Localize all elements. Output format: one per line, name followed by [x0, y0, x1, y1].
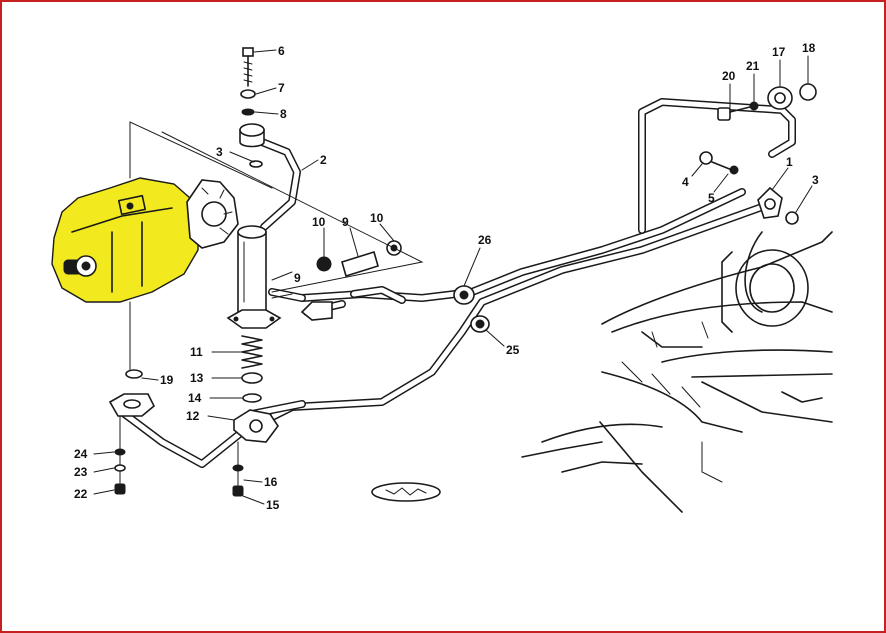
- callout-9: 9: [342, 215, 349, 229]
- callout-11: 11: [190, 345, 203, 359]
- callout-21: 21: [746, 59, 760, 73]
- pump-highlight: [51, 177, 199, 303]
- callout-3: 3: [812, 173, 819, 187]
- callout-5: 5: [708, 191, 715, 205]
- callout-12: 12: [186, 409, 200, 423]
- callout-7: 7: [278, 81, 285, 95]
- callout-22: 22: [74, 487, 88, 501]
- callout-18: 18: [802, 41, 816, 55]
- callout-9: 9: [294, 271, 301, 285]
- callout-17: 17: [772, 45, 786, 59]
- callout-10: 10: [312, 215, 326, 229]
- callout-13: 13: [190, 371, 204, 385]
- callout-6: 6: [278, 44, 285, 58]
- callout-2: 2: [320, 153, 327, 167]
- callout-24: 24: [74, 447, 88, 461]
- callout-8: 8: [280, 107, 287, 121]
- callout-26: 26: [478, 233, 492, 247]
- mount-assembly: [108, 369, 155, 495]
- callout-4: 4: [682, 175, 689, 189]
- upper-right-parts: [699, 83, 817, 225]
- manufacturer-stamp: [371, 482, 441, 502]
- reservoir-assembly: [226, 47, 282, 497]
- callout-3: 3: [216, 145, 223, 159]
- callout-14: 14: [188, 391, 202, 405]
- callout-10: 10: [370, 211, 384, 225]
- engine-block: [521, 231, 833, 513]
- callout-25: 25: [506, 343, 520, 357]
- callout-20: 20: [722, 69, 736, 83]
- callout-23: 23: [74, 465, 88, 479]
- callout-labels: 1 2 3 3 4 5 6 7 8 9 9 10 10 11 12 13 14 …: [74, 41, 819, 512]
- hydraulic-pump: [51, 121, 273, 375]
- clamp-parts: [161, 131, 490, 333]
- callout-15: 15: [266, 498, 280, 512]
- callout-19: 19: [160, 373, 174, 387]
- callout-1: 1: [786, 155, 793, 169]
- leader-lines: [93, 49, 813, 505]
- callout-16: 16: [264, 475, 278, 489]
